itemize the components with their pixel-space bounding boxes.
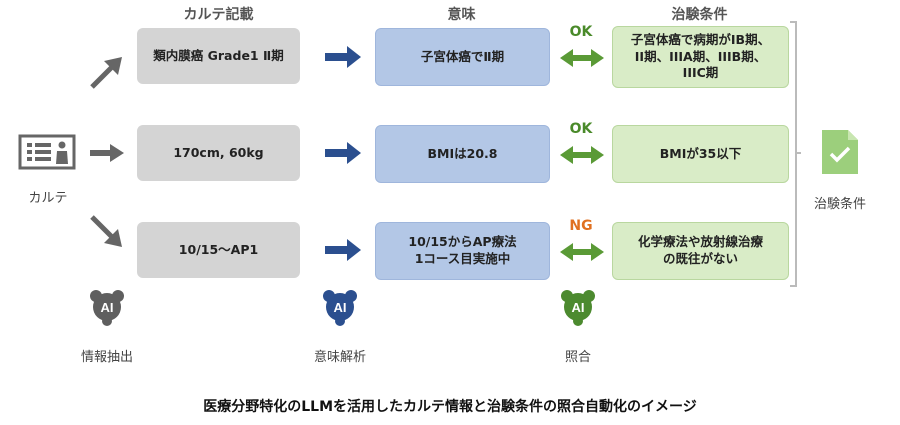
karte-box-therapy: 10/15～AP1: [137, 222, 300, 278]
double-arrow-green-icon: [560, 243, 604, 261]
condition-box-stage: 子宮体癌で病期がIB期、 II期、IIIA期、IIIB期、 IIIC期: [612, 26, 789, 88]
ai-label-extraction: 情報抽出: [80, 350, 133, 365]
ai-badge-text-1: AI: [101, 300, 114, 315]
header-meaning: 意味: [447, 7, 476, 23]
status-ng-3: NG: [569, 218, 593, 234]
ai-badge-blue-icon: AI: [323, 290, 357, 326]
arrow-right-gray-icon: [90, 144, 124, 162]
karte-label: カルテ: [28, 191, 68, 206]
ai-badge-text-2: AI: [334, 300, 347, 315]
conditions-label: 治験条件: [813, 197, 866, 212]
arrow-right-blue-icon: [325, 142, 361, 164]
status-ok-2: OK: [569, 121, 593, 137]
meaning-box-stage: 子宮体癌でⅡ期: [375, 28, 550, 86]
header-conditions: 治験条件: [671, 7, 728, 23]
condition-box-bmi: BMIが35以下: [612, 125, 789, 183]
ai-label-analysis: 意味解析: [313, 350, 366, 365]
right-bracket: [790, 21, 801, 287]
status-ok-1: OK: [569, 24, 593, 40]
ai-badge-text-3: AI: [572, 300, 585, 315]
header-karte: カルテ記載: [183, 7, 254, 23]
meaning-box-bmi: BMIは20.8: [375, 125, 550, 183]
document-check-icon: [822, 130, 858, 174]
ai-badge-green-icon: AI: [561, 290, 595, 326]
ai-label-matching: 照合: [564, 350, 591, 365]
arrow-up-right-icon: [90, 57, 122, 89]
arrow-right-blue-icon: [325, 239, 361, 261]
condition-box-history: 化学療法や放射線治療 の既往がない: [612, 222, 789, 280]
meaning-box-therapy: 10/15からAP療法 1コース目実施中: [375, 222, 550, 280]
ai-badge-gray-icon: AI: [90, 290, 124, 326]
figure-caption: 医療分野特化のLLMを活用したカルテ情報と治験条件の照合自動化のイメージ: [203, 399, 697, 415]
karte-box-stage: 類内膜癌 Grade1 Ⅱ期: [137, 28, 300, 84]
arrow-right-blue-icon: [325, 46, 361, 68]
karte-id-card-icon: [18, 134, 76, 170]
double-arrow-green-icon: [560, 49, 604, 67]
arrow-down-right-icon: [90, 215, 122, 247]
double-arrow-green-icon: [560, 146, 604, 164]
karte-box-body: 170cm, 60kg: [137, 125, 300, 181]
